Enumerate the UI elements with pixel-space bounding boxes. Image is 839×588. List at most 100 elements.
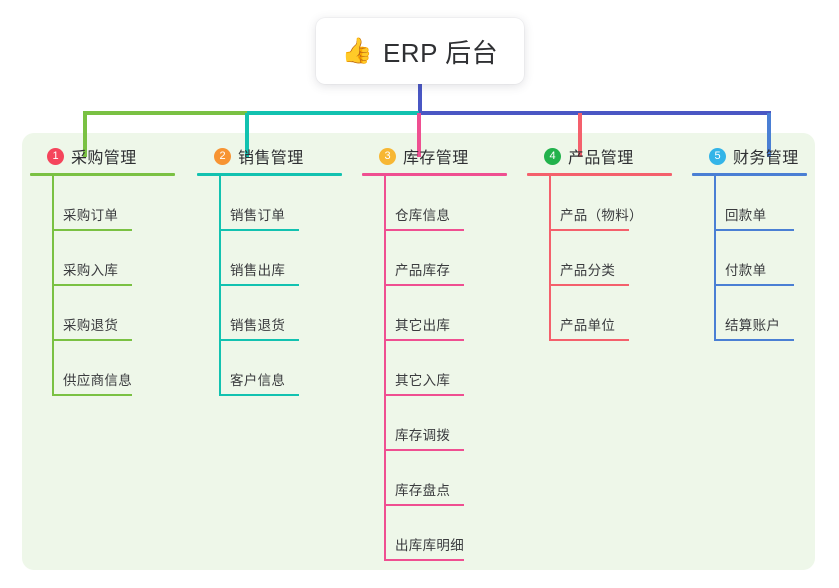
column-4: 4 产品管理产品（物料） 产品分类产品单位 xyxy=(527,145,687,341)
tree-item-underline xyxy=(384,394,464,396)
column-title: 产品管理 xyxy=(568,150,634,167)
column-number-badge: 2 xyxy=(214,147,231,165)
tree-item-label: 出库库明细 xyxy=(395,538,464,553)
tree-item[interactable]: 其它入库 xyxy=(384,341,522,396)
tree-item-underline xyxy=(52,229,132,231)
tree-item-underline xyxy=(384,284,464,286)
tree-item-label: 库存调拨 xyxy=(395,428,451,443)
tree-spine xyxy=(714,176,716,341)
tree-item-underline xyxy=(384,559,464,561)
column-number-badge: 3 xyxy=(379,147,396,165)
column-header-rule xyxy=(30,173,175,176)
root-node-card[interactable]: 👍 ERP 后台 xyxy=(316,18,524,84)
tree-item-underline xyxy=(714,284,794,286)
tree-item-underline xyxy=(384,229,464,231)
column-2: 2 销售管理销售订单销售出库销售退货客户信息 xyxy=(197,145,357,396)
tree-item-underline xyxy=(549,284,629,286)
tree-item-underline xyxy=(52,394,132,396)
tree-item-underline xyxy=(52,339,132,341)
tree-item[interactable]: 仓库信息 xyxy=(384,176,522,231)
tree-item-underline xyxy=(384,449,464,451)
tree-item-label: 产品（物料） xyxy=(560,208,643,223)
tree-item-label: 采购入库 xyxy=(63,263,119,278)
tree-item-label: 付款单 xyxy=(725,263,767,278)
tree-item[interactable]: 库存调拨 xyxy=(384,396,522,451)
tree-item-label: 销售出库 xyxy=(230,263,286,278)
tree-item-label: 采购订单 xyxy=(63,208,119,223)
tree-item[interactable]: 客户信息 xyxy=(219,341,357,396)
tree-item-label: 销售退货 xyxy=(230,318,286,333)
tree-item-label: 其它出库 xyxy=(395,318,451,333)
tree-spine xyxy=(219,176,221,396)
tree-spine xyxy=(52,176,54,396)
tree-item-label: 产品分类 xyxy=(560,263,616,278)
column-header-1[interactable]: 1 采购管理 xyxy=(30,145,190,167)
tree-item[interactable]: 库存盘点 xyxy=(384,451,522,506)
bus-segment-2 xyxy=(247,111,419,115)
column-header-rule xyxy=(362,173,507,176)
bus-segment-1 xyxy=(83,111,247,115)
column-items: 采购订单采购入库采购退货供应商信息 xyxy=(30,176,190,396)
tree-item[interactable]: 销售出库 xyxy=(219,231,357,286)
tree-item[interactable]: 采购订单 xyxy=(52,176,190,231)
tree-item-label: 回款单 xyxy=(725,208,767,223)
column-items: 销售订单销售出库销售退货客户信息 xyxy=(197,176,357,396)
column-header-3[interactable]: 3 库存管理 xyxy=(362,145,522,167)
drop-connector-1 xyxy=(83,113,87,157)
tree-item-label: 结算账户 xyxy=(725,318,781,333)
tree-item-label: 采购退货 xyxy=(63,318,119,333)
tree-item-label: 客户信息 xyxy=(230,373,286,388)
tree-item-label: 供应商信息 xyxy=(63,373,132,388)
tree-item[interactable]: 供应商信息 xyxy=(52,341,190,396)
column-header-2[interactable]: 2 销售管理 xyxy=(197,145,357,167)
tree-item[interactable]: 采购退货 xyxy=(52,286,190,341)
tree-item-label: 产品库存 xyxy=(395,263,451,278)
page-title: ERP 后台 xyxy=(382,37,499,68)
tree-item-underline xyxy=(714,339,794,341)
tree-item-label: 销售订单 xyxy=(230,208,286,223)
tree-item[interactable]: 产品分类 xyxy=(549,231,687,286)
root-stem-connector xyxy=(418,84,422,113)
column-number-badge: 4 xyxy=(544,147,561,165)
tree-item[interactable]: 出库库明细 xyxy=(384,506,522,561)
column-header-rule xyxy=(197,173,342,176)
tree-item-underline xyxy=(219,339,299,341)
drop-connector-4 xyxy=(578,113,582,157)
tree-item-underline xyxy=(549,229,629,231)
tree-item-label: 产品单位 xyxy=(560,318,616,333)
tree-item[interactable]: 产品（物料） xyxy=(549,176,687,231)
tree-item-underline xyxy=(549,339,629,341)
column-1: 1 采购管理采购订单采购入库采购退货供应商信息 xyxy=(30,145,190,396)
root-node-content: 👍 ERP 后台 xyxy=(342,33,498,70)
bus-segment-3 xyxy=(419,111,771,115)
column-header-rule xyxy=(527,173,672,176)
tree-item[interactable]: 回款单 xyxy=(714,176,822,231)
column-number-badge: 5 xyxy=(709,147,726,165)
tree-item-underline xyxy=(384,339,464,341)
column-number-badge: 1 xyxy=(47,147,64,165)
tree-item[interactable]: 产品库存 xyxy=(384,231,522,286)
tree-item-label: 其它入库 xyxy=(395,373,451,388)
column-title: 销售管理 xyxy=(238,150,304,167)
tree-item[interactable]: 销售订单 xyxy=(219,176,357,231)
column-title: 库存管理 xyxy=(403,150,469,167)
tree-item[interactable]: 销售退货 xyxy=(219,286,357,341)
column-title: 采购管理 xyxy=(71,150,137,167)
tree-item-label: 仓库信息 xyxy=(395,208,451,223)
column-header-5[interactable]: 5 财务管理 xyxy=(692,145,822,167)
tree-item[interactable]: 其它出库 xyxy=(384,286,522,341)
tree-item[interactable]: 采购入库 xyxy=(52,231,190,286)
column-items: 产品（物料） 产品分类产品单位 xyxy=(527,176,687,341)
tree-item[interactable]: 产品单位 xyxy=(549,286,687,341)
tree-item-underline xyxy=(219,394,299,396)
column-title: 财务管理 xyxy=(733,150,799,167)
tree-item[interactable]: 结算账户 xyxy=(714,286,822,341)
tree-spine xyxy=(549,176,551,341)
column-header-4[interactable]: 4 产品管理 xyxy=(527,145,687,167)
drop-connector-5 xyxy=(767,113,771,157)
tree-item[interactable]: 付款单 xyxy=(714,231,822,286)
column-5: 5 财务管理回款单付款单结算账户 xyxy=(692,145,822,341)
column-header-rule xyxy=(692,173,807,176)
drop-connector-3 xyxy=(417,113,421,157)
column-3: 3 库存管理仓库信息产品库存其它出库其它入库库存调拨库存盘点出库库明细 xyxy=(362,145,522,561)
